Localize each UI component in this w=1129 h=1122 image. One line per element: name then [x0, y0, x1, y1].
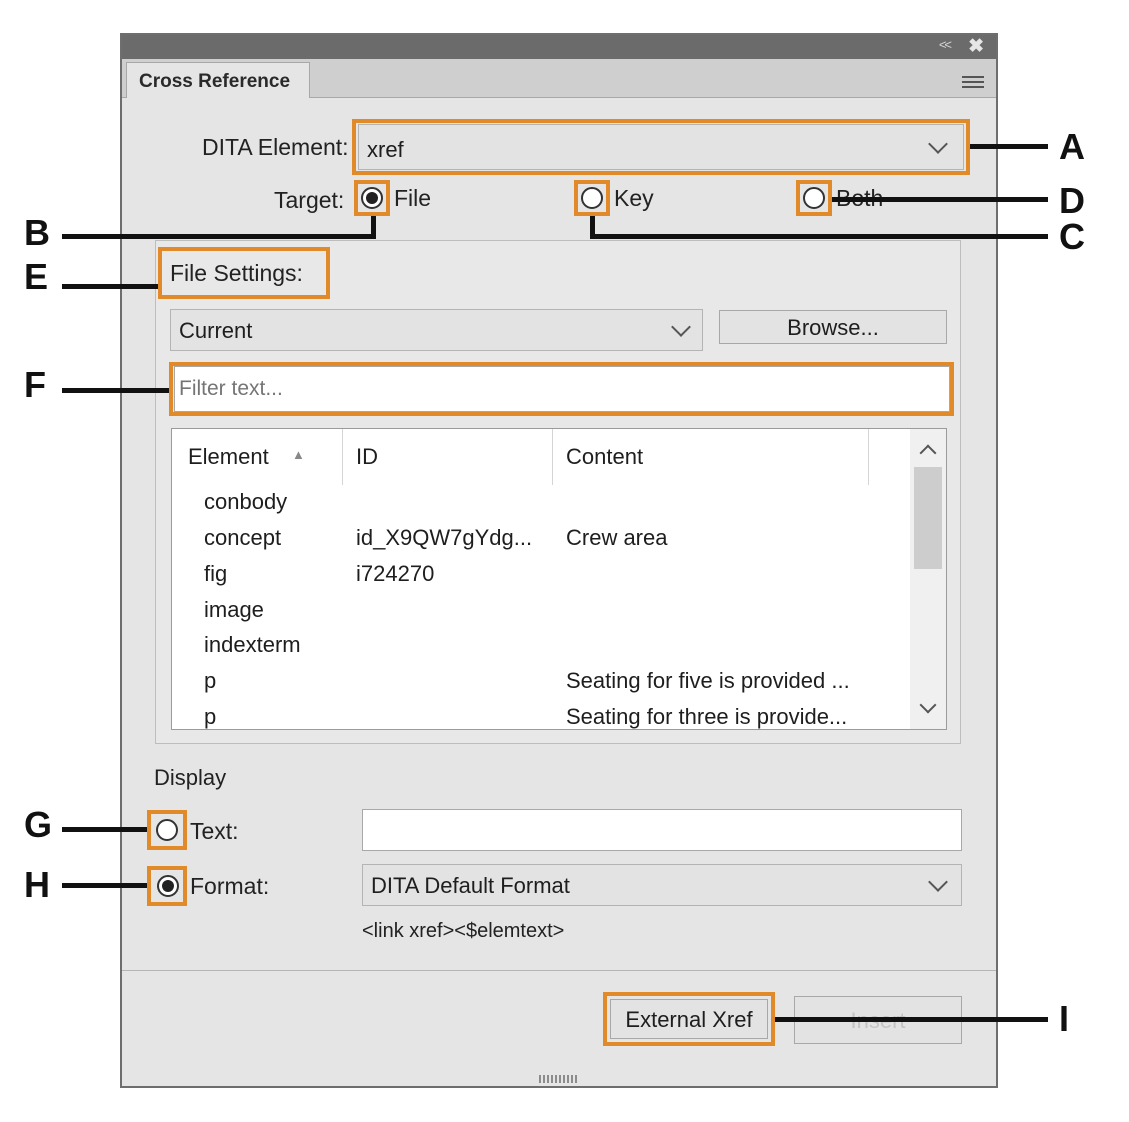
scroll-up-icon[interactable]: [919, 444, 937, 462]
row-element: p: [204, 668, 217, 693]
dita-element-value: xref: [367, 137, 404, 162]
dita-element-dropdown[interactable]: xref: [358, 124, 964, 170]
column-header-element[interactable]: Element: [188, 444, 269, 469]
callout-letter-b: B: [24, 212, 50, 253]
callout-letter-a: A: [1059, 126, 1085, 167]
callout-letter-h: H: [24, 864, 50, 905]
target-file-radio[interactable]: [361, 187, 383, 209]
file-dropdown-value: Current: [179, 318, 253, 343]
row-element: fig: [204, 561, 228, 586]
collapse-icon[interactable]: <<: [938, 37, 952, 52]
element-list[interactable]: Element ▲ ID Content conbody concept id_…: [171, 428, 947, 730]
callout-line-d: [832, 197, 1048, 202]
callout-highlight-c: [574, 180, 610, 216]
panel-menu-icon[interactable]: [962, 76, 984, 90]
chevron-down-icon: [671, 317, 691, 337]
display-format-radio[interactable]: [157, 875, 179, 897]
callout-highlight-f: [169, 362, 954, 416]
callout-highlight-b: [354, 180, 390, 216]
callout-highlight-i: [603, 992, 775, 1046]
dita-element-label: DITA Element:: [202, 134, 349, 160]
format-dropdown[interactable]: DITA Default Format: [362, 864, 962, 906]
callout-highlight-g: [147, 810, 187, 850]
callout-line-c-vertical: [590, 216, 595, 238]
target-label: Target:: [274, 187, 345, 213]
scroll-down-icon[interactable]: [919, 696, 937, 714]
callout-highlight-e: [158, 247, 330, 299]
filter-text-input[interactable]: [174, 366, 950, 412]
target-key-radio[interactable]: [581, 187, 603, 209]
browse-button[interactable]: Browse...: [719, 310, 947, 344]
callout-letter-g: G: [24, 804, 53, 845]
callout-highlight-h: [147, 866, 187, 906]
list-header: Element ▲ ID Content: [172, 429, 910, 485]
format-preview: <link xref><$elemtext>: [362, 920, 565, 942]
callout-line-g: [62, 827, 147, 832]
row-id: i724270: [356, 561, 435, 586]
chevron-down-icon: [928, 872, 948, 892]
column-header-content[interactable]: Content: [566, 444, 644, 469]
target-file-label: File: [394, 185, 432, 211]
row-element: indexterm: [204, 632, 301, 657]
row-id: id_X9QW7gYdg...: [356, 525, 533, 550]
callout-letter-i: I: [1059, 998, 1070, 1039]
file-settings-label: File Settings:: [170, 260, 303, 286]
callout-letter-d: D: [1059, 180, 1085, 221]
scrollbar-thumb[interactable]: [914, 467, 942, 569]
callout-line-e: [62, 284, 158, 289]
row-element: conbody: [204, 489, 288, 514]
callout-line-f: [62, 388, 169, 393]
target-key-label: Key: [614, 185, 654, 211]
row-element: p: [204, 704, 217, 729]
row-element: image: [204, 597, 264, 622]
callout-line-i: [775, 1017, 1048, 1022]
close-icon[interactable]: ✖: [968, 36, 984, 57]
callout-letter-f: F: [24, 364, 46, 405]
callout-letter-e: E: [24, 256, 49, 297]
resize-grip[interactable]: [539, 1075, 579, 1083]
file-dropdown[interactable]: Current: [170, 309, 703, 351]
row-content: Seating for three is provide...: [566, 704, 848, 729]
display-label: Display: [154, 765, 227, 790]
callout-line-c: [590, 234, 1048, 239]
row-element: concept: [204, 525, 282, 550]
row-content: Crew area: [566, 525, 668, 550]
callout-highlight-a: [352, 119, 970, 175]
display-text-label: Text:: [190, 818, 239, 844]
callout-letter-c: C: [1059, 216, 1085, 257]
panel-title-bar: << ✖: [122, 35, 996, 59]
callout-line-a: [970, 144, 1048, 149]
callout-line-b: [62, 234, 376, 239]
callout-line-b-vertical: [371, 216, 376, 238]
row-content: Seating for five is provided ...: [566, 668, 850, 693]
display-text-radio[interactable]: [156, 819, 178, 841]
list-scrollbar[interactable]: [910, 429, 946, 729]
external-xref-button[interactable]: External Xref: [610, 999, 768, 1039]
callout-line-h: [62, 883, 147, 888]
format-dropdown-value: DITA Default Format: [371, 873, 570, 898]
target-both-radio[interactable]: [803, 187, 825, 209]
sort-ascending-icon: ▲: [292, 447, 305, 462]
display-format-label: Format:: [190, 873, 270, 899]
callout-highlight-d: [796, 180, 832, 216]
display-text-field[interactable]: [362, 809, 962, 851]
column-header-id[interactable]: ID: [356, 444, 378, 469]
tab-cross-reference[interactable]: Cross Reference: [126, 62, 310, 98]
footer-divider: [122, 970, 996, 971]
